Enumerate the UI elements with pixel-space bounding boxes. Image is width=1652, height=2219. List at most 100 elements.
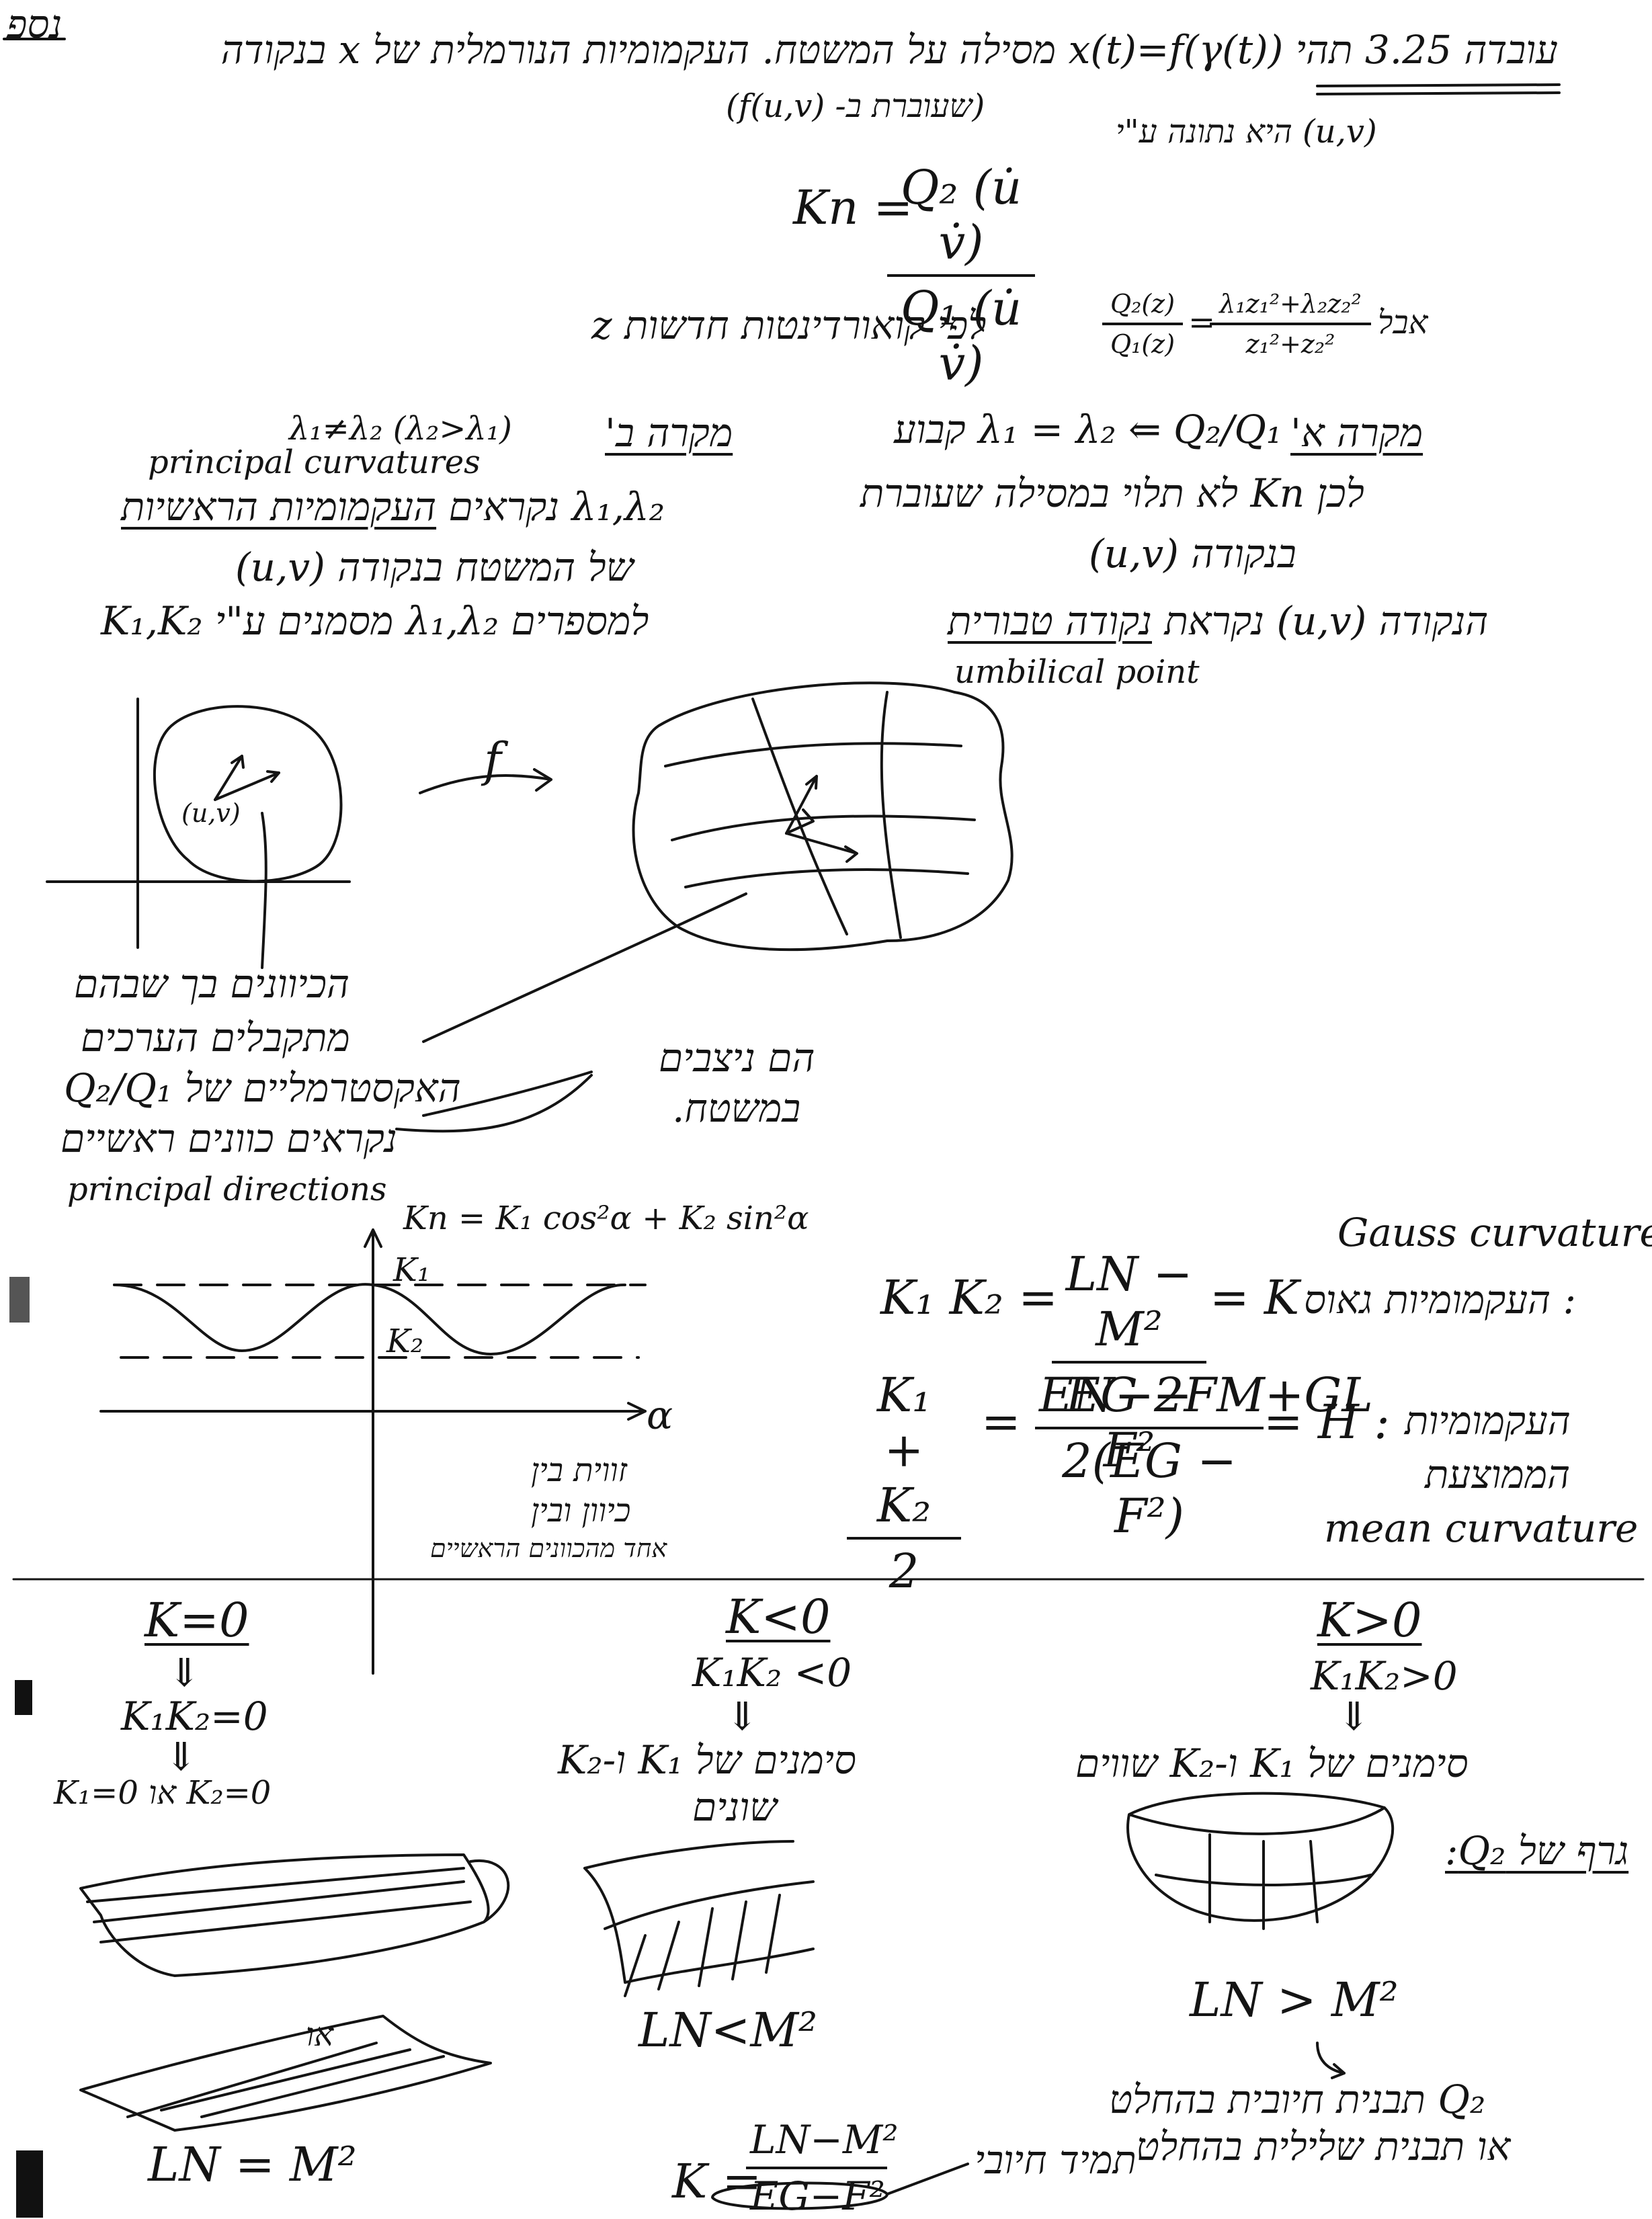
- k-zero-line2: K₂=0 או K₁=0: [54, 1774, 272, 1812]
- k-pos-note-2: או תבנית שלילית בהחלט: [1136, 2124, 1511, 2169]
- but-label: אבל: [1378, 304, 1428, 341]
- bowl-arrow: [1316, 2042, 1346, 2079]
- theorem-underline: [1316, 83, 1561, 95]
- surface-pointer: [422, 892, 747, 1043]
- surface-outline: [632, 681, 1014, 952]
- surface-vector-2: [785, 832, 858, 863]
- but-rhs-num: λ₁z₁²+λ₂z₂²: [1219, 289, 1362, 319]
- but-lhs-fraction: Q₂(z) Q₁(z): [1102, 289, 1183, 359]
- but-lhs-bar: [1102, 323, 1183, 325]
- mean-label-2: הממוצעת: [1425, 1452, 1571, 1497]
- k-zero-or: או: [306, 2016, 334, 2054]
- bowl-sketch: [1126, 1792, 1395, 1930]
- graph-x-axis-label: α: [647, 1392, 673, 1438]
- graph-formula: Kn = K₁ cos²α + K₂ sin²α: [403, 1200, 809, 1237]
- scan-mark-2: [15, 1680, 32, 1715]
- graph-k2-label: K₂: [386, 1323, 424, 1360]
- plane-sketch: [79, 2015, 492, 2132]
- domain-region: [153, 705, 343, 883]
- domain-pointer: [261, 812, 267, 969]
- surface-line-h3: [684, 868, 969, 888]
- k-neg-arrow: ⇓: [726, 1693, 759, 1739]
- k-neg-line3: שונים: [692, 1784, 778, 1830]
- surface-line-h2: [671, 814, 976, 841]
- right-note-line-1: הם ניצבים: [659, 1035, 815, 1081]
- k-neg-line1: K₁K₂ <0: [692, 1650, 852, 1695]
- surface-vector-1: [785, 775, 818, 835]
- k-neg-title: K<0: [726, 1589, 831, 1644]
- but-lhs-num: Q₂(z): [1110, 289, 1175, 319]
- principal-curvatures-english: principal curvatures: [148, 444, 481, 481]
- case-b-line1: λ₁,λ₂ נקראים העקמומיות הראשיות: [121, 484, 665, 530]
- kn-numerator: Q₂ (u̇ v̇): [900, 160, 1022, 270]
- case-a-line3: הנקודה (u,v) נקראת נקודה טבורית: [948, 598, 1488, 644]
- map-label: f: [484, 732, 501, 788]
- left-note-pointer: [422, 1071, 593, 1117]
- umbilical-point-english: umbilical point: [954, 653, 1200, 691]
- final-lhs: K =: [672, 2154, 762, 2209]
- gauss-fraction: LN − M² EG − F²: [1052, 1247, 1206, 1478]
- gauss-label: : העקמומיות גאוס: [1304, 1277, 1577, 1323]
- theorem-statement: עובדה 3.25 תהי x(t)=f(γ(t)) מסילה על המש…: [220, 27, 1558, 73]
- case-a-condition: λ₁ = λ₂ ⇐ Q₂/Q₁ קבוע: [894, 407, 1282, 452]
- mean-lhs-denominator: 2: [889, 1544, 919, 1599]
- k-neg-line2: סימנים של K₁ ו-K₂: [558, 1737, 856, 1783]
- graph-curve: [113, 1283, 626, 1355]
- k-zero-arrow-2: ⇓: [165, 1734, 198, 1780]
- but-lhs-den: Q₁(z): [1110, 329, 1175, 359]
- gauss-lhs: K₁ K₂ =: [880, 1270, 1058, 1325]
- gauss-rhs: = K: [1210, 1270, 1300, 1325]
- principal-directions-english: principal directions: [67, 1171, 387, 1208]
- axis-note-line-3: אחד מהכוונים הראשיים: [430, 1534, 667, 1563]
- axis-note-line-2: כיוון ובין: [531, 1492, 631, 1530]
- mean-fraction: EN−2FM+GL 2(EG − F²): [1035, 1368, 1373, 1544]
- left-note-line-3: האקסטרמליים של Q₂/Q₁: [64, 1065, 461, 1111]
- gauss-english: Gauss curvature: [1337, 1210, 1652, 1255]
- k-zero-title: K=0: [144, 1593, 249, 1648]
- kn-fraction: Q₂ (u̇ v̇) Q₁ (u̇ v̇): [887, 160, 1035, 391]
- cylinder-sketch: [79, 1853, 510, 1977]
- mean-fraction-bar: [1035, 1427, 1264, 1429]
- surface-vector-3: [785, 808, 815, 835]
- final-fraction-bar: [746, 2167, 887, 2169]
- k-pos-arrow: ⇓: [1337, 1693, 1370, 1739]
- mean-lhs-fraction: K₁ + K₂ 2: [847, 1368, 961, 1599]
- case-b-line1-pre: λ₁,λ₂ נקראים: [448, 484, 665, 530]
- map-arrow: [419, 768, 552, 794]
- scan-mark-3: [16, 2150, 43, 2218]
- final-fraction: LN−M² EG−F²: [746, 2117, 899, 2219]
- gauss-fraction-bar: [1052, 1361, 1206, 1364]
- k-pos-line2: סימנים של K₁ ו-K₂ שווים: [1075, 1741, 1469, 1786]
- k-pos-title: K>0: [1317, 1593, 1422, 1648]
- case-b-condition: λ₁≠λ₂ (λ₂>λ₁): [289, 410, 512, 448]
- but-rhs-bar: [1210, 323, 1371, 325]
- mean-denominator: 2(EG − F²): [1062, 1433, 1237, 1544]
- mean-lhs-bar: [847, 1537, 961, 1540]
- final-denominator: EG−F²: [750, 2173, 885, 2219]
- left-note-pointer-2: [395, 1074, 593, 1133]
- surface-line-h1: [664, 742, 962, 767]
- domain-vector-2: [214, 770, 280, 801]
- k-neg-lower: LN<M²: [638, 2003, 818, 2058]
- domain-vector-1: [214, 755, 245, 801]
- final-pointer: [886, 2163, 969, 2195]
- page-mark: נספ: [7, 1, 63, 47]
- case-a-line3-pre: הנקודה (u,v) נקראת: [1164, 598, 1489, 644]
- case-a-title: מקרה א': [1290, 410, 1423, 456]
- case-b-line2: של המשטח בנקודה (u,v): [235, 544, 634, 590]
- kn-fraction-bar: [887, 274, 1035, 277]
- mean-lhs-numerator: K₁ + K₂: [876, 1368, 932, 1533]
- umbilical-point-term: נקודה טבורית: [948, 598, 1152, 644]
- graph-k1-label: K₁: [393, 1251, 431, 1289]
- k-zero-line1: K₁K₂=0: [121, 1693, 268, 1739]
- saddle-sketch: [583, 1840, 815, 1997]
- k-pos-lower: LN > M²: [1190, 1972, 1399, 2027]
- k-zero-arrow-1: ⇓: [168, 1650, 201, 1695]
- left-note-line-2: מתקבלים הערכים: [81, 1015, 350, 1060]
- k-pos-note-1: Q₂ תבנית חיובית בהחלט: [1109, 2077, 1486, 2122]
- passing-note: (שעוברת ב- f(u,v)): [726, 87, 985, 125]
- axis-note-line-1: זווית בין: [531, 1452, 628, 1489]
- k-pos-side: גרף של Q₂:: [1445, 1828, 1629, 1874]
